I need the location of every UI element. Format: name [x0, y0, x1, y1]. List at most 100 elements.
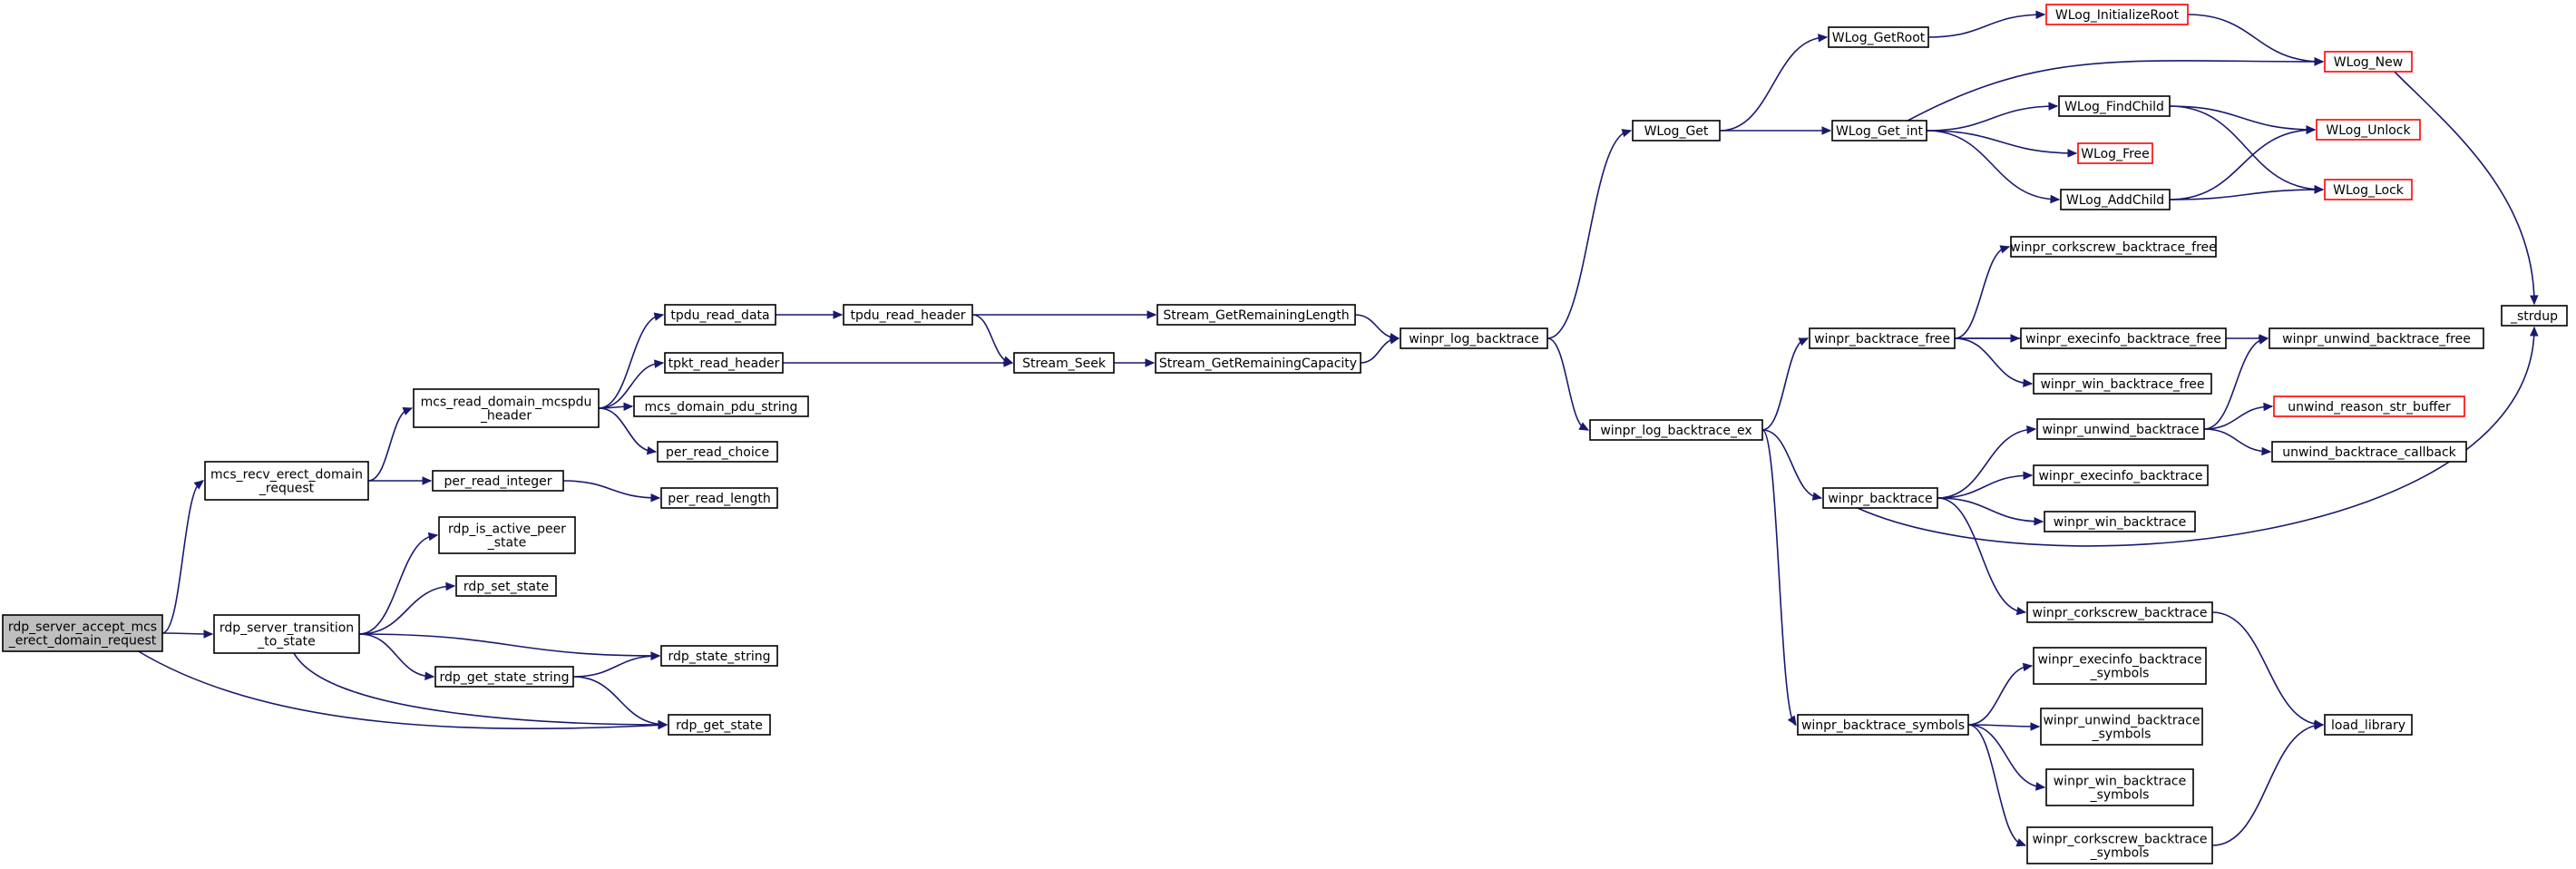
- node-wlog_get[interactable]: WLog_Get: [1632, 120, 1721, 142]
- node-addchild[interactable]: WLog_AddChild: [2060, 189, 2171, 210]
- node-cs_sym[interactable]: winpr_corkscrew_backtrace_symbols: [2026, 826, 2213, 864]
- node-box[interactable]: [1797, 714, 1969, 736]
- node-per_len[interactable]: per_read_length: [660, 487, 778, 509]
- node-box[interactable]: [1831, 120, 1927, 142]
- node-box[interactable]: [2033, 373, 2212, 395]
- node-log_bt[interactable]: winpr_log_backtrace: [1400, 327, 1548, 349]
- node-bt[interactable]: winpr_backtrace: [1822, 487, 1938, 509]
- node-box[interactable]: [660, 487, 778, 509]
- node-cs_bt[interactable]: winpr_corkscrew_backtrace: [2026, 601, 2213, 623]
- node-box[interactable]: [2273, 395, 2465, 417]
- node-box[interactable]: [1155, 352, 1361, 374]
- node-rem_cap[interactable]: Stream_GetRemainingCapacity: [1155, 352, 1361, 374]
- node-getroot[interactable]: WLog_GetRoot: [1828, 26, 1929, 48]
- node-uw_sym[interactable]: winpr_unwind_backtrace_symbols: [2040, 708, 2203, 746]
- node-strdup[interactable]: _strdup: [2501, 305, 2568, 327]
- node-box[interactable]: [660, 645, 778, 667]
- node-box[interactable]: [1828, 26, 1929, 48]
- node-box[interactable]: [2036, 418, 2205, 440]
- node-box[interactable]: [434, 666, 574, 688]
- node-box[interactable]: [1400, 327, 1548, 349]
- node-box[interactable]: [438, 516, 576, 554]
- node-box[interactable]: [2033, 464, 2209, 486]
- node-box[interactable]: [2501, 305, 2568, 327]
- node-mcs_recv[interactable]: mcs_recv_erect_domain_request: [204, 461, 369, 501]
- node-rdp_trans[interactable]: rdp_server_transition_to_state: [213, 614, 360, 654]
- node-box[interactable]: [2044, 511, 2196, 532]
- node-win_free[interactable]: winpr_win_backtrace_free: [2033, 373, 2212, 395]
- node-cs_free[interactable]: winpr_corkscrew_backtrace_free: [2010, 236, 2217, 258]
- node-box[interactable]: [1822, 487, 1938, 509]
- node-box[interactable]: [1809, 327, 1956, 349]
- node-per_int[interactable]: per_read_integer: [432, 470, 564, 492]
- node-rem_len[interactable]: Stream_GetRemainingLength: [1156, 304, 1356, 326]
- node-win_bt[interactable]: winpr_win_backtrace: [2044, 511, 2196, 532]
- node-uw_free[interactable]: winpr_unwind_backtrace_free: [2269, 327, 2484, 349]
- node-box[interactable]: [664, 304, 776, 326]
- node-uw_bt[interactable]: winpr_unwind_backtrace: [2036, 418, 2205, 440]
- node-per_choice[interactable]: per_read_choice: [657, 441, 778, 463]
- node-mcs_read[interactable]: mcs_read_domain_mcspdu_header: [413, 388, 600, 428]
- node-box[interactable]: [664, 352, 784, 374]
- node-box[interactable]: [1589, 419, 1763, 441]
- node-tpdu_data[interactable]: tpdu_read_data: [664, 304, 776, 326]
- node-ex_bt[interactable]: winpr_execinfo_backtrace: [2033, 464, 2209, 486]
- node-box[interactable]: [213, 614, 360, 654]
- node-box[interactable]: [1156, 304, 1356, 326]
- node-get_state_str[interactable]: rdp_get_state_string: [434, 666, 574, 688]
- node-box[interactable]: [413, 388, 600, 428]
- node-get_state[interactable]: rdp_get_state: [668, 714, 771, 736]
- node-is_active[interactable]: rdp_is_active_peer_state: [438, 516, 576, 554]
- node-box[interactable]: [2324, 714, 2413, 736]
- node-tpdu_hdr[interactable]: tpdu_read_header: [843, 304, 973, 326]
- node-box[interactable]: [2324, 51, 2413, 73]
- node-box[interactable]: [843, 304, 973, 326]
- node-state_str[interactable]: rdp_state_string: [660, 645, 778, 667]
- node-box[interactable]: [2060, 189, 2171, 210]
- node-findchild[interactable]: WLog_FindChild: [2058, 95, 2171, 117]
- node-initroot[interactable]: WLog_InitializeRoot: [2045, 4, 2189, 25]
- node-box[interactable]: [2269, 327, 2484, 349]
- node-box[interactable]: [633, 395, 809, 417]
- node-lock[interactable]: WLog_Lock: [2324, 179, 2413, 200]
- node-box[interactable]: [2, 614, 163, 652]
- node-bt_free[interactable]: winpr_backtrace_free: [1809, 327, 1956, 349]
- node-box[interactable]: [2040, 708, 2203, 746]
- node-unlock[interactable]: WLog_Unlock: [2316, 119, 2421, 141]
- node-box[interactable]: [2077, 142, 2153, 164]
- node-log_bt_ex[interactable]: winpr_log_backtrace_ex: [1589, 419, 1763, 441]
- node-root[interactable]: rdp_server_accept_mcs_erect_domain_reque…: [2, 614, 163, 652]
- node-box[interactable]: [1632, 120, 1721, 142]
- node-box[interactable]: [455, 575, 557, 597]
- node-box[interactable]: [204, 461, 369, 501]
- node-box[interactable]: [668, 714, 771, 736]
- node-box[interactable]: [1013, 352, 1115, 374]
- node-uw_cb[interactable]: unwind_backtrace_callback: [2271, 441, 2467, 463]
- node-win_sym[interactable]: winpr_win_backtrace_symbols: [2045, 768, 2194, 806]
- node-set_state[interactable]: rdp_set_state: [455, 575, 557, 597]
- node-box[interactable]: [2026, 826, 2213, 864]
- node-box[interactable]: [2045, 4, 2189, 25]
- node-box[interactable]: [432, 470, 564, 492]
- node-ex_free[interactable]: winpr_execinfo_backtrace_free: [2020, 327, 2227, 349]
- node-box[interactable]: [2045, 768, 2194, 806]
- node-wfree[interactable]: WLog_Free: [2077, 142, 2153, 164]
- node-box[interactable]: [2026, 601, 2213, 623]
- node-box[interactable]: [657, 441, 778, 463]
- node-load_lib[interactable]: load_library: [2324, 714, 2413, 736]
- node-box[interactable]: [2271, 441, 2467, 463]
- node-bt_sym[interactable]: winpr_backtrace_symbols: [1797, 714, 1969, 736]
- node-mcs_pdu_str[interactable]: mcs_domain_pdu_string: [633, 395, 809, 417]
- node-box[interactable]: [2316, 119, 2421, 141]
- node-box[interactable]: [2020, 327, 2227, 349]
- node-box[interactable]: [2033, 647, 2207, 685]
- node-tpkt[interactable]: tpkt_read_header: [664, 352, 784, 374]
- node-uw_reason[interactable]: unwind_reason_str_buffer: [2273, 395, 2465, 417]
- node-box[interactable]: [2058, 95, 2171, 117]
- node-wnew[interactable]: WLog_New: [2324, 51, 2413, 73]
- node-box[interactable]: [2010, 236, 2217, 258]
- node-ex_sym[interactable]: winpr_execinfo_backtrace_symbols: [2033, 647, 2207, 685]
- node-box[interactable]: [2324, 179, 2413, 200]
- node-get_int[interactable]: WLog_Get_int: [1831, 120, 1927, 142]
- node-seek[interactable]: Stream_Seek: [1013, 352, 1115, 374]
